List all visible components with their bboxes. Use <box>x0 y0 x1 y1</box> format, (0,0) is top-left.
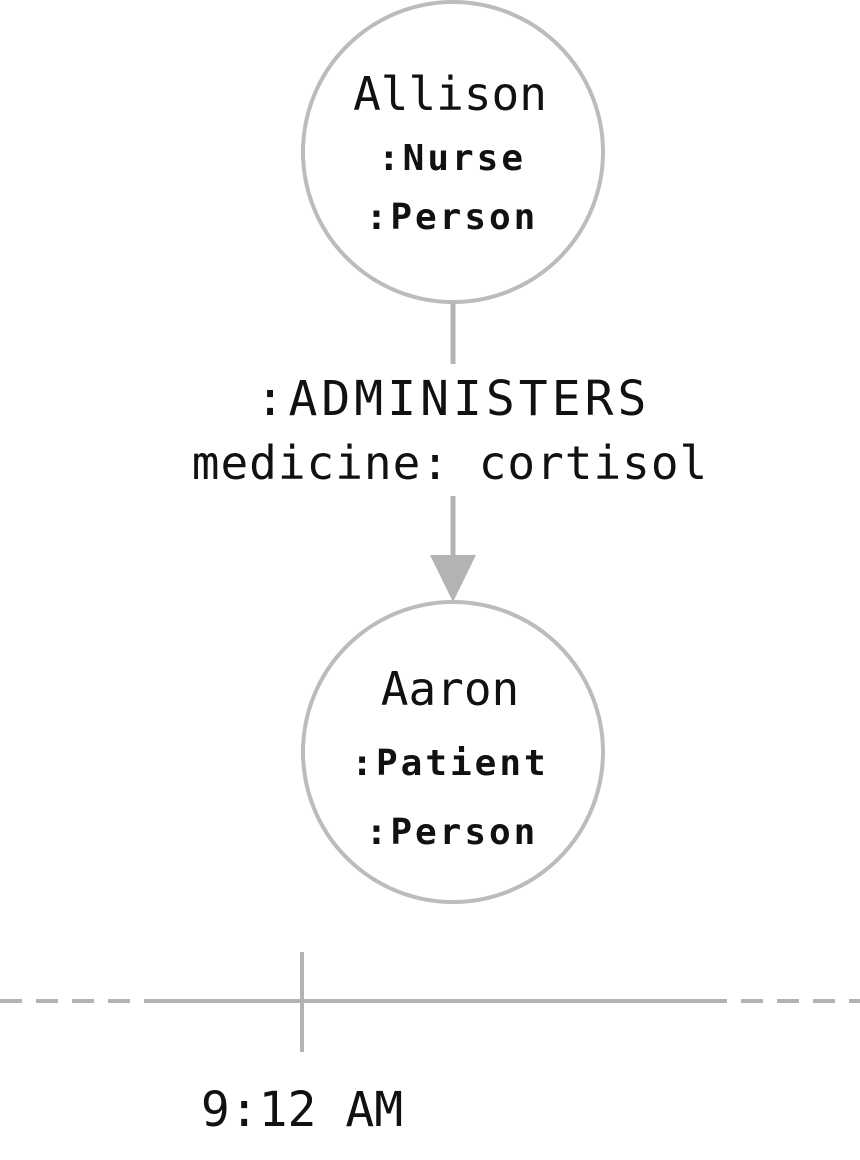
node-allison-circle <box>301 0 605 304</box>
relationship-edge[interactable]: :ADMINISTERS medicine: cortisol <box>192 303 709 602</box>
timeline: 9:12 AM <box>0 952 860 1138</box>
arrow-head-icon <box>430 555 476 602</box>
node-allison-label-person: :Person <box>366 197 539 238</box>
node-allison-name: Allison <box>353 67 547 121</box>
node-aaron-circle <box>301 600 605 904</box>
timeline-event-time: 9:12 AM <box>201 1082 403 1138</box>
node-allison-label-nurse: :Nurse <box>378 138 526 179</box>
node-aaron[interactable]: Aaron :Patient :Person <box>301 600 605 904</box>
node-aaron-label-patient: :Patient <box>351 743 548 784</box>
relationship-property: medicine: cortisol <box>192 436 709 490</box>
node-aaron-label-person: :Person <box>366 812 539 853</box>
node-allison[interactable]: Allison :Nurse :Person <box>301 0 605 304</box>
relationship-type: :ADMINISTERS <box>256 371 651 427</box>
node-aaron-name: Aaron <box>381 662 519 716</box>
